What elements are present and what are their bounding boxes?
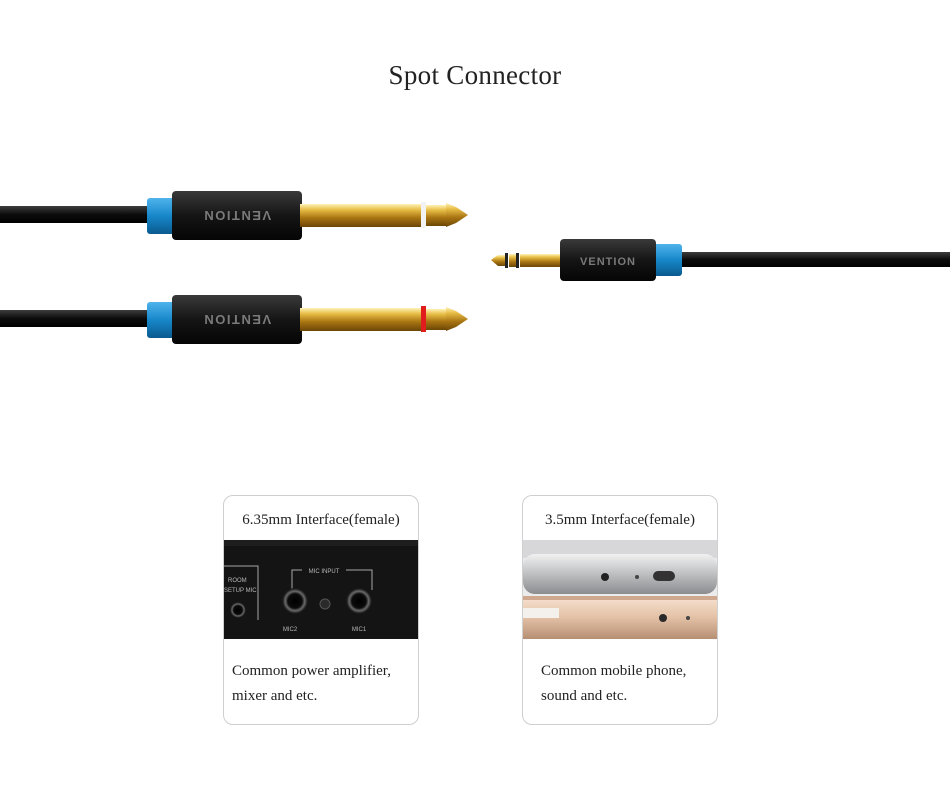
cable-illustration: VENTION VENTION VENTION xyxy=(0,191,950,344)
blue-ring xyxy=(652,244,682,276)
card-title: 3.5mm Interface(female) xyxy=(545,512,695,528)
phone-silver xyxy=(523,554,717,594)
info-card-6-35mm: 6.35mm Interface(female) ROOM SETUP MIC … xyxy=(223,495,419,725)
jack-label-setup-mic: SETUP MIC xyxy=(224,588,257,594)
red-ring xyxy=(421,306,426,332)
card-description: Common mobile phone, sound and etc. xyxy=(541,659,711,709)
plug-6-35mm-bottom: VENTION xyxy=(0,295,468,344)
usb-port xyxy=(653,571,675,581)
jack-label-room: ROOM xyxy=(228,578,247,584)
plug-3-5mm: VENTION xyxy=(491,239,950,281)
audio-jack-hole xyxy=(659,614,667,622)
card-title: 6.35mm Interface(female) xyxy=(242,512,400,528)
jack-label-mic1: MIC1 xyxy=(352,627,367,633)
jack-label-mic-input: MIC INPUT xyxy=(309,569,340,575)
jack-socket xyxy=(346,588,372,614)
plug-6-35mm-top: VENTION xyxy=(0,191,468,240)
jack-socket xyxy=(230,602,246,618)
brand-logo: VENTION xyxy=(203,208,271,223)
white-ring xyxy=(421,202,426,228)
card-description-line: mixer and etc. xyxy=(232,688,318,704)
jack-socket xyxy=(282,588,308,614)
card-description-line: Common mobile phone, xyxy=(541,663,687,679)
card-description-line: Common power amplifier, xyxy=(232,663,391,679)
brand-logo: VENTION xyxy=(203,312,271,327)
page-title: Spot Connector xyxy=(388,60,562,90)
phone-jack-photo xyxy=(523,540,717,639)
blue-ring xyxy=(147,302,175,338)
jack-label-mic2: MIC2 xyxy=(283,627,298,633)
blue-ring xyxy=(147,198,175,234)
card-description-line: sound and etc. xyxy=(541,688,628,704)
audio-jack-hole xyxy=(601,573,609,581)
mixer-jack-photo: ROOM SETUP MIC MIC INPUT MIC2 MIC1 xyxy=(224,540,418,639)
brand-logo: VENTION xyxy=(580,256,636,268)
card-description: Common power amplifier, mixer and etc. xyxy=(232,659,412,709)
info-card-3-5mm: 3.5mm Interface(female) Common mobile ph xyxy=(522,495,718,725)
